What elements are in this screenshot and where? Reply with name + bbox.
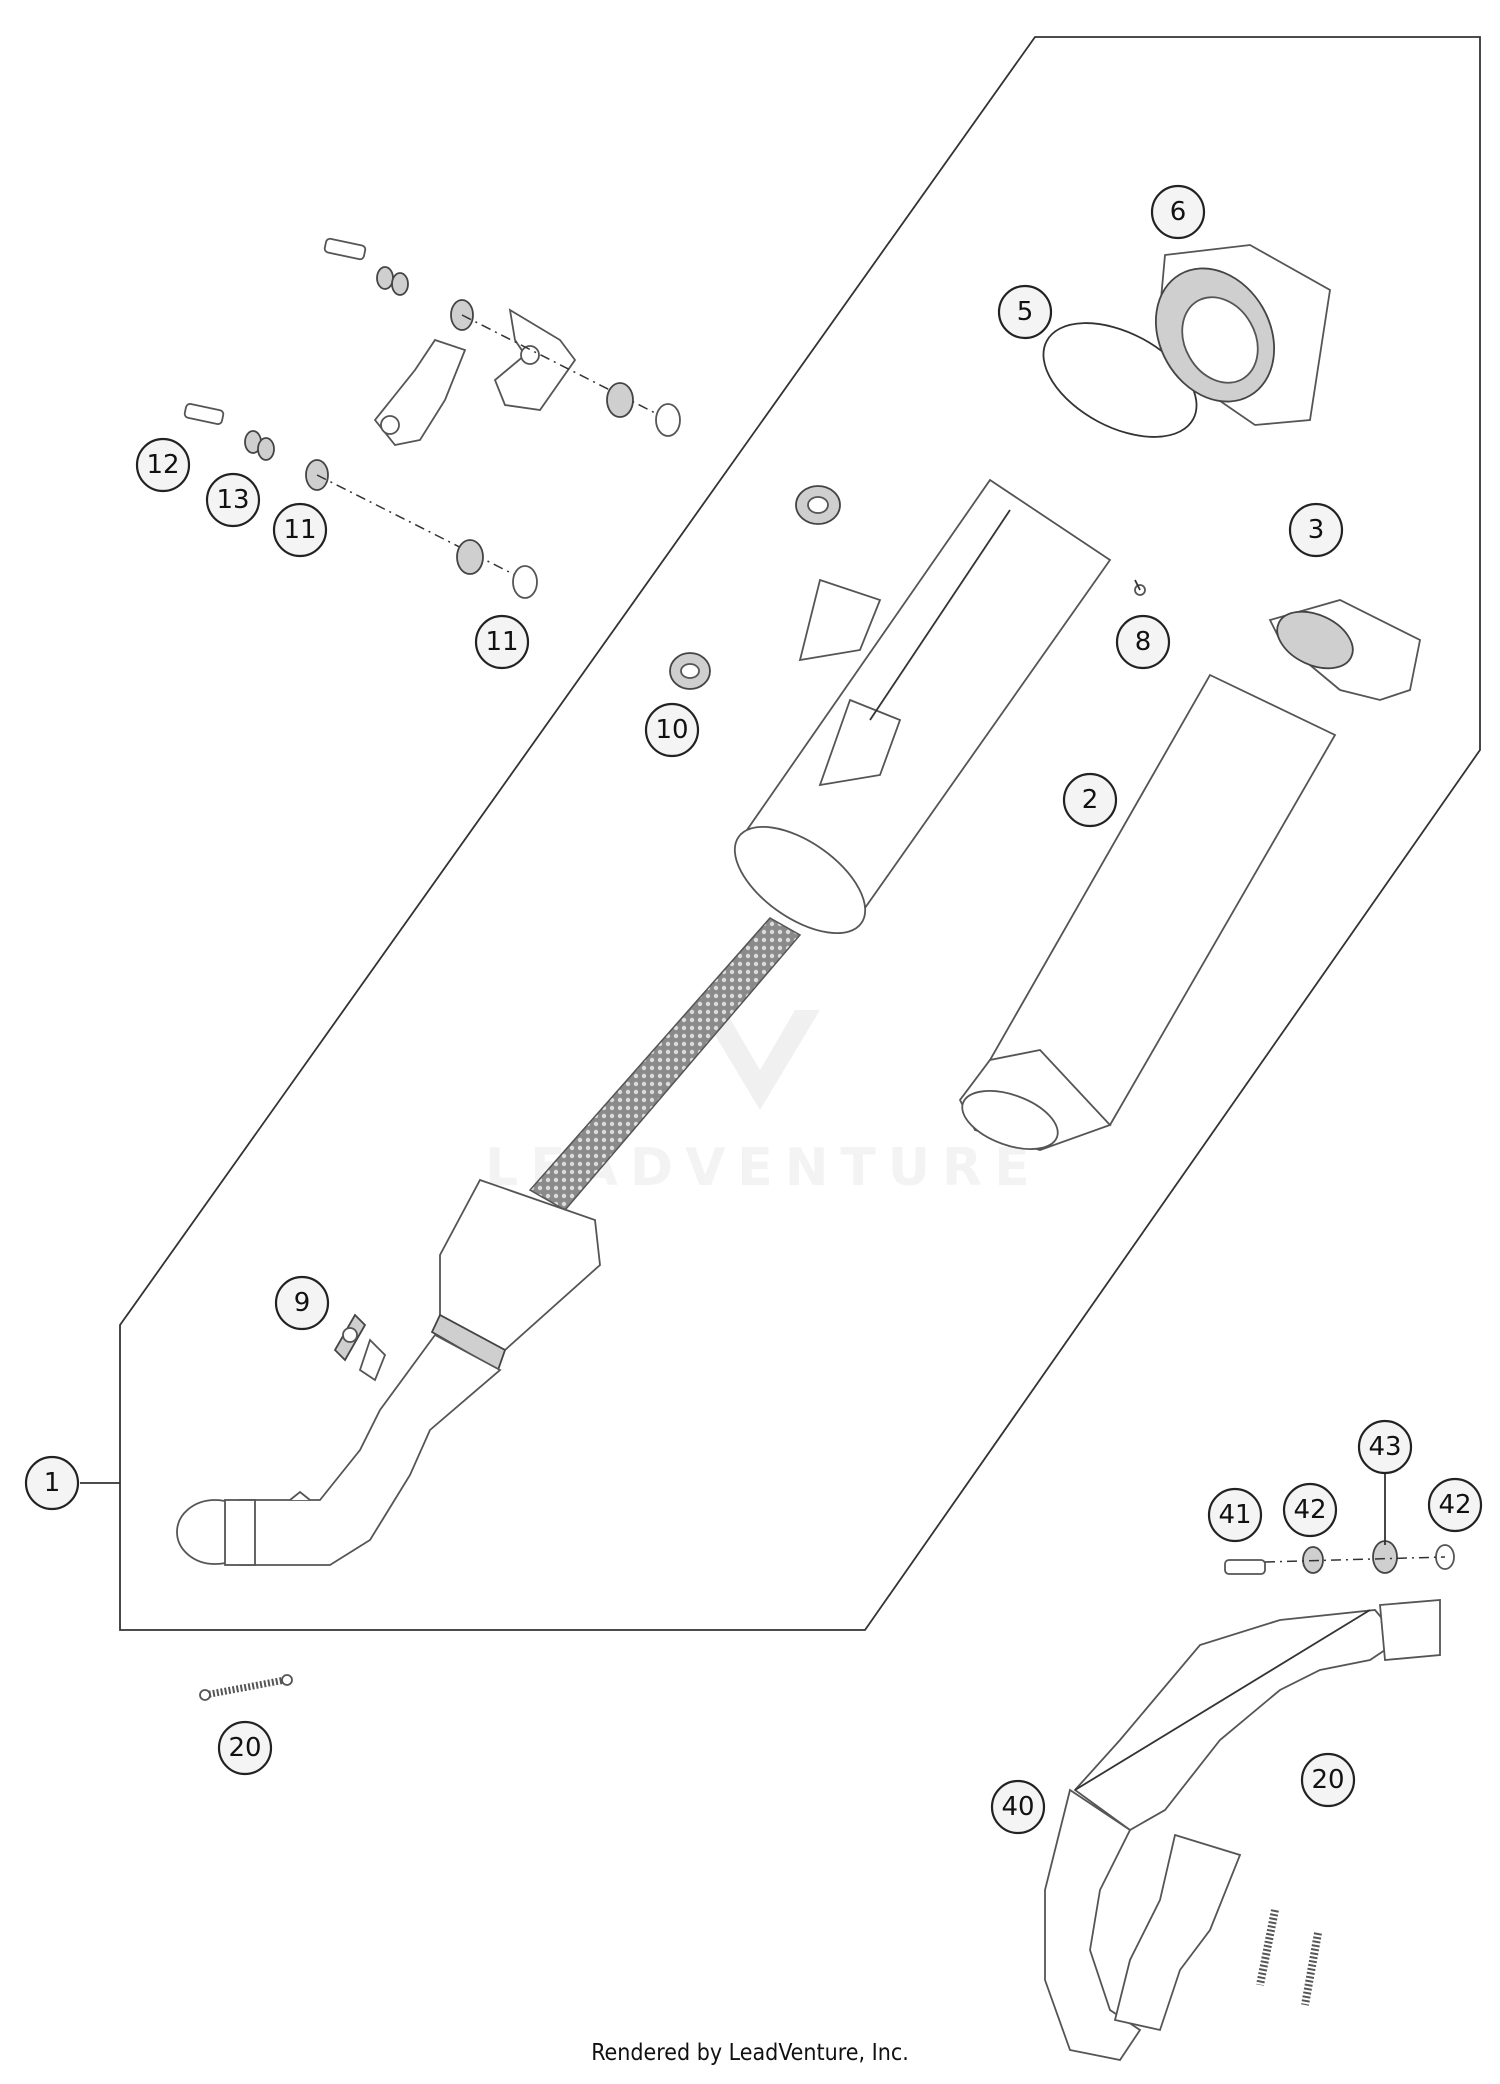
spring-right-a (1256, 1909, 1279, 1986)
svg-text:1: 1 (44, 1468, 61, 1498)
svg-text:11: 11 (283, 515, 316, 545)
callout-8: 8 (1115, 614, 1171, 670)
end-cone (430, 1178, 601, 1372)
svg-text:2: 2 (1082, 785, 1099, 815)
callout-43: 43 (1357, 1419, 1413, 1475)
upper-mounting-bracket (323, 237, 681, 437)
svg-text:40: 40 (1001, 1792, 1034, 1822)
callout-20a: 20 (217, 1720, 273, 1776)
screw-part-8 (1134, 579, 1146, 596)
callout-3: 3 (1288, 502, 1344, 558)
callout-11a: 11 (272, 502, 328, 558)
callout-20b: 20 (1300, 1752, 1356, 1808)
svg-text:10: 10 (655, 715, 688, 745)
svg-text:43: 43 (1368, 1432, 1401, 1462)
end-cap-part-3 (1268, 599, 1422, 701)
silencer-housing (733, 478, 1112, 934)
lower-mounting-bracket (183, 338, 538, 599)
callout-41: 41 (1207, 1487, 1263, 1543)
callout-12: 12 (135, 437, 191, 493)
silencer-part-2 (958, 673, 1337, 1151)
svg-text:5: 5 (1017, 297, 1034, 327)
callout-42a: 42 (1282, 1482, 1338, 1538)
callout-5: 5 (997, 284, 1053, 340)
svg-text:11: 11 (485, 627, 518, 657)
spring-part-20 (199, 1674, 293, 1701)
callout-1: 1 (24, 1455, 80, 1511)
bolt-part-41 (1224, 1559, 1266, 1575)
svg-text:42: 42 (1293, 1495, 1326, 1525)
svg-text:9: 9 (294, 1288, 311, 1318)
callout-13: 13 (205, 472, 261, 528)
callout-10: 10 (644, 702, 700, 758)
link-pipe (176, 1333, 502, 1566)
end-cap-part-6 (1154, 244, 1331, 426)
o-ring-part-5 (1042, 322, 1198, 438)
svg-text:12: 12 (146, 450, 179, 480)
svg-text:13: 13 (216, 485, 249, 515)
svg-text:6: 6 (1170, 197, 1187, 227)
callout-40: 40 (990, 1779, 1046, 1835)
callout-9: 9 (274, 1275, 330, 1331)
header-pipe-part-40 (1044, 1599, 1441, 2062)
svg-text:8: 8 (1135, 627, 1152, 657)
svg-text:3: 3 (1308, 515, 1325, 545)
callout-2: 2 (1062, 772, 1118, 828)
svg-text:42: 42 (1438, 1490, 1471, 1520)
callout-42b: 42 (1427, 1477, 1483, 1533)
svg-text:41: 41 (1218, 1500, 1251, 1530)
svg-text:20: 20 (228, 1733, 261, 1763)
callout-6: 6 (1150, 184, 1206, 240)
callout-11b: 11 (474, 614, 530, 670)
assembly-boundary (119, 36, 1481, 1631)
clip-part-9 (333, 1313, 367, 1362)
spring-right-b (1301, 1932, 1322, 2006)
svg-text:20: 20 (1311, 1765, 1344, 1795)
bushing-part-43 (1372, 1540, 1398, 1574)
footer-credit: Rendered by LeadVenture, Inc. (591, 2040, 909, 2066)
